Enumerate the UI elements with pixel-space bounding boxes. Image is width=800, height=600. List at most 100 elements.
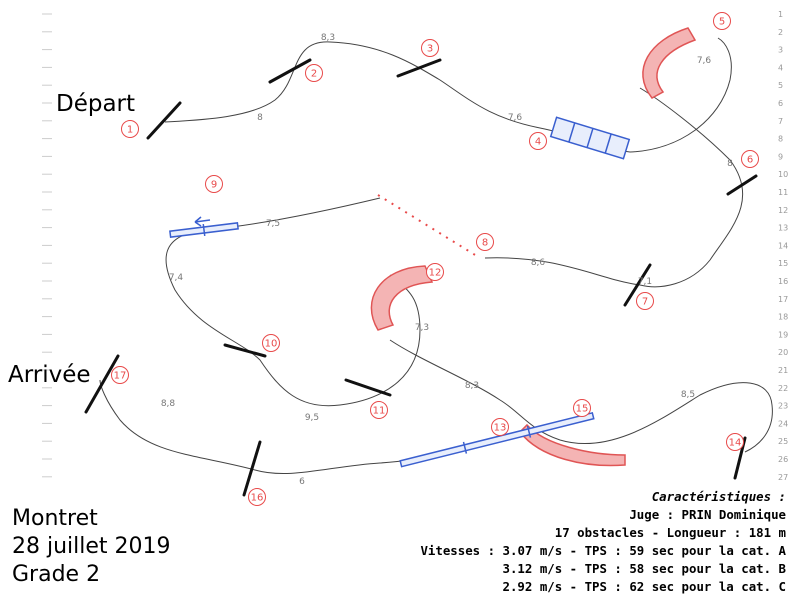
- svg-text:9: 9: [211, 180, 217, 191]
- ruler-mark-23: 23: [778, 402, 788, 411]
- summary-line: 17 obstacles - Longueur : 181 m: [554, 525, 786, 540]
- obstacle-number-16: 16: [248, 488, 266, 506]
- characteristics-title: Caractéristiques :: [651, 489, 786, 504]
- ruler-mark-14: 14: [778, 241, 788, 250]
- ruler-mark-26: 26: [778, 455, 788, 464]
- ruler-mark-4: 4: [778, 63, 783, 72]
- judge-line: Juge : PRIN Dominique: [629, 507, 786, 522]
- svg-text:17: 17: [114, 371, 127, 382]
- svg-text:5: 5: [719, 17, 725, 28]
- ruler-mark-2: 2: [778, 28, 783, 37]
- distance-3: 7,6: [508, 113, 523, 123]
- tunnels: [370, 27, 697, 467]
- obstacle-number-8: 8: [476, 233, 494, 251]
- svg-text:7: 7: [642, 297, 648, 308]
- table-4: [549, 116, 631, 160]
- ruler-mark-27: 27: [778, 473, 788, 482]
- ruler-mark-7: 7: [778, 117, 783, 126]
- svg-text:1: 1: [127, 125, 133, 136]
- svg-text:14: 14: [729, 438, 742, 449]
- ruler-mark-3: 3: [778, 46, 783, 55]
- obstacle-number-14: 14: [726, 433, 744, 451]
- jump-10: [223, 343, 267, 358]
- jump-7: [623, 263, 652, 307]
- distance-7: 8,6: [531, 258, 546, 268]
- ruler-mark-8: 8: [778, 135, 783, 144]
- jumps: [84, 58, 758, 497]
- ruler-right: 1234567891011121314151617181920212223242…: [778, 10, 788, 482]
- ruler-left: [42, 13, 52, 478]
- distance-4: 7,6: [697, 56, 712, 66]
- distance-1: 8,3: [321, 33, 335, 43]
- event-place: Montret: [12, 506, 98, 531]
- jump-11: [344, 378, 392, 397]
- distance-13: 8,8: [161, 399, 176, 409]
- ruler-mark-24: 24: [778, 419, 788, 428]
- tunnel-13-15: [519, 423, 626, 467]
- ruler-mark-1: 1: [778, 10, 783, 19]
- jump-6: [726, 174, 758, 196]
- distance-15: 6: [299, 477, 305, 487]
- svg-text:15: 15: [576, 404, 589, 415]
- distance-11: 8,3: [465, 381, 479, 391]
- ruler-mark-15: 15: [778, 259, 788, 268]
- ruler-mark-5: 5: [778, 81, 783, 90]
- ruler-mark-25: 25: [778, 437, 788, 446]
- ruler-mark-6: 6: [778, 99, 783, 108]
- svg-text:8: 8: [482, 238, 488, 249]
- ruler-mark-12: 12: [778, 206, 788, 215]
- distance-6: 7,5: [266, 219, 280, 229]
- svg-text:10: 10: [265, 339, 278, 350]
- obstacle-number-11: 11: [370, 401, 388, 419]
- obstacle-number-10: 10: [262, 334, 280, 352]
- tunnel-12: [370, 265, 434, 331]
- svg-text:6: 6: [747, 155, 753, 166]
- distance-8: 7,1: [638, 277, 652, 287]
- ruler-mark-13: 13: [778, 224, 788, 233]
- distance-9: 7,4: [169, 273, 184, 283]
- distance-10: 7,3: [415, 323, 429, 333]
- contacts: [169, 116, 631, 468]
- jump-1: [146, 101, 182, 140]
- plank-9: [169, 222, 239, 238]
- obstacle-number-2: 2: [305, 64, 323, 82]
- speed-b-line: 3.12 m/s - TPS : 58 sec pour la cat. B: [502, 561, 786, 576]
- distance-5: 8: [727, 159, 733, 169]
- jump-3: [396, 58, 442, 78]
- distance-2: 8: [257, 113, 263, 123]
- obstacle-number-15: 15: [573, 399, 591, 417]
- obstacle-number-4: 4: [529, 132, 547, 150]
- ruler-mark-19: 19: [778, 330, 788, 339]
- svg-text:16: 16: [251, 493, 264, 504]
- svg-text:13: 13: [494, 423, 507, 434]
- finish-label: Arrivée: [8, 362, 91, 388]
- ruler-mark-17: 17: [778, 295, 788, 304]
- jump-16: [242, 440, 262, 497]
- tunnel-5: [642, 27, 697, 99]
- distance-14: 9,5: [305, 413, 319, 423]
- obstacle-number-13: 13: [491, 418, 509, 436]
- ruler-mark-16: 16: [778, 277, 788, 286]
- obstacle-number-3: 3: [421, 39, 439, 57]
- speed-c-line: 2.92 m/s - TPS : 62 sec pour la cat. C: [502, 579, 786, 594]
- ruler-mark-10: 10: [778, 170, 788, 179]
- characteristics-panel: Caractéristiques : Juge : PRIN Dominique…: [420, 488, 786, 596]
- event-date: 28 juillet 2019: [12, 534, 171, 559]
- start-label: Départ: [56, 91, 135, 117]
- ruler-mark-18: 18: [778, 313, 788, 322]
- event-grade: Grade 2: [12, 562, 101, 587]
- speed-a-line: Vitesses : 3.07 m/s - TPS : 59 sec pour …: [420, 543, 786, 558]
- svg-text:3: 3: [427, 44, 433, 55]
- ruler-mark-22: 22: [778, 384, 788, 393]
- ruler-mark-11: 11: [778, 188, 788, 197]
- arrow-9: [194, 216, 211, 227]
- obstacle-number-9: 9: [205, 175, 223, 193]
- svg-text:4: 4: [535, 137, 541, 148]
- obstacle-number-1: 1: [121, 120, 139, 138]
- dog-path: [99, 37, 773, 475]
- obstacle-number-17: 17: [111, 366, 129, 384]
- ruler-mark-21: 21: [778, 366, 788, 375]
